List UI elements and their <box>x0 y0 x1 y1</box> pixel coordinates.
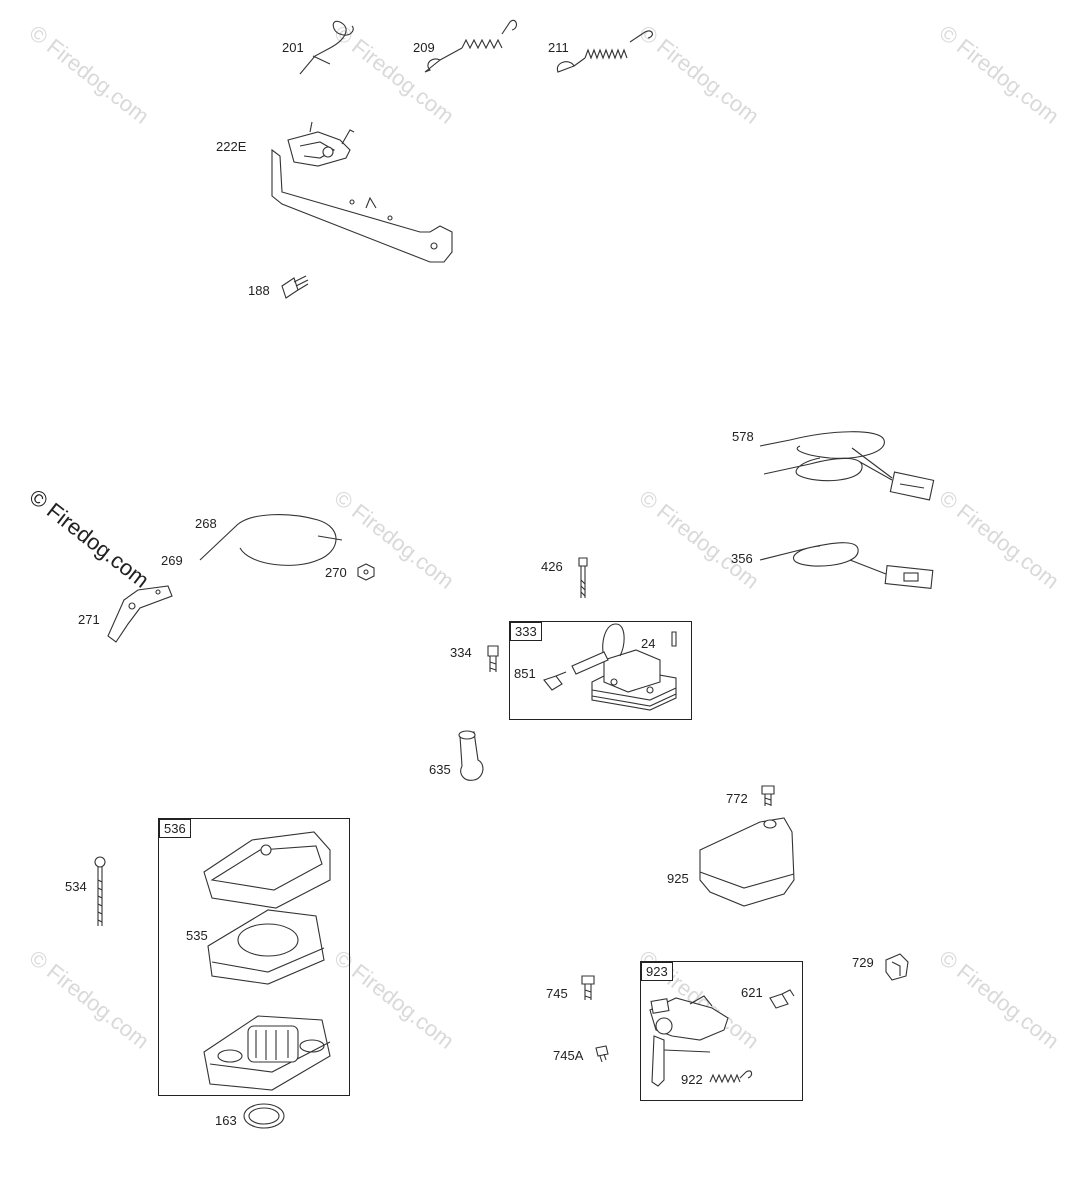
callout-772: 772 <box>726 791 748 806</box>
callout-621: 621 <box>741 985 763 1000</box>
part-426-drawing <box>578 557 588 598</box>
group-box-333 <box>509 621 692 720</box>
part-271-drawing <box>107 585 173 643</box>
part-24-drawing <box>671 631 677 647</box>
part-270-drawing <box>357 563 375 581</box>
part-163-drawing <box>243 1103 285 1129</box>
part-188-drawing <box>281 275 309 299</box>
callout-269: 269 <box>161 553 183 568</box>
callout-334: 334 <box>450 645 472 660</box>
callout-925: 925 <box>667 871 689 886</box>
part-211-drawing <box>556 30 653 73</box>
part-536-drawing <box>203 831 331 1091</box>
group-box-923 <box>640 961 803 1101</box>
part-356-drawing <box>759 542 934 589</box>
part-201-drawing <box>299 20 354 75</box>
callout-356: 356 <box>731 551 753 566</box>
group-label-333: 333 <box>510 622 542 641</box>
callout-222e: 222E <box>216 139 247 154</box>
callout-745a: 745A <box>553 1048 584 1063</box>
part-745a-drawing <box>595 1045 609 1063</box>
group-label-536: 536 <box>159 819 191 838</box>
callout-534: 534 <box>65 879 87 894</box>
part-222e-drawing <box>271 121 453 263</box>
callout-211: 211 <box>548 40 569 55</box>
callout-578: 578 <box>732 429 754 444</box>
part-635-drawing <box>458 730 484 781</box>
callout-851: 851 <box>514 666 536 681</box>
callout-635: 635 <box>429 762 451 777</box>
part-621-drawing <box>769 989 795 1009</box>
part-578-drawing <box>759 431 935 501</box>
callout-745: 745 <box>546 986 568 1001</box>
callout-729: 729 <box>852 955 874 970</box>
callout-922: 922 <box>681 1072 703 1087</box>
part-333-drawing <box>571 623 677 711</box>
callout-270: 270 <box>325 565 347 580</box>
callout-163: 163 <box>215 1113 237 1128</box>
callout-535: 535 <box>186 928 208 943</box>
part-334-drawing <box>487 645 499 672</box>
part-772-drawing <box>761 785 775 806</box>
part-268-drawing <box>199 514 343 566</box>
callout-271: 271 <box>78 612 100 627</box>
part-745-drawing <box>581 975 595 1000</box>
callout-268: 268 <box>195 516 217 531</box>
callout-201: 201 <box>282 40 304 55</box>
part-922-drawing <box>709 1070 753 1084</box>
part-923-drawing <box>649 995 729 1087</box>
part-729-drawing <box>885 953 909 981</box>
callout-24: 24 <box>641 636 656 651</box>
callout-426: 426 <box>541 559 563 574</box>
callout-188: 188 <box>248 283 270 298</box>
part-534-drawing <box>94 856 106 926</box>
callout-209: 209 <box>413 40 435 55</box>
part-209-drawing <box>424 19 518 73</box>
group-label-923: 923 <box>641 962 673 981</box>
group-box-536 <box>158 818 350 1096</box>
part-925-drawing <box>699 817 795 907</box>
part-851-drawing <box>543 671 567 691</box>
